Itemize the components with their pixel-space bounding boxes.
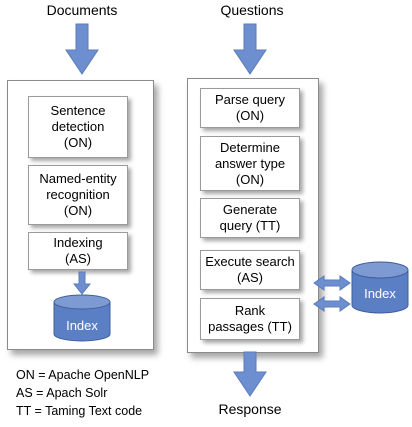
questions-title: Questions (220, 2, 284, 18)
named-entity-recognition-step: Named-entity recognition (ON) (28, 165, 128, 225)
external-index-cylinder (351, 261, 409, 314)
response-arrow (233, 351, 267, 397)
determine-answer-type-step: Determine answer type (ON) (200, 136, 300, 191)
rank-passages-step: Rank passages (TT) (200, 298, 300, 340)
search-index-double-arrow (313, 275, 351, 291)
sentence-detection-step: Sentence detection (ON) (28, 96, 128, 158)
parse-query-step: Parse query (ON) (200, 88, 300, 128)
generate-query-step: Generate query (TT) (200, 198, 300, 238)
documents-arrow (65, 23, 99, 75)
questions-arrow (233, 23, 267, 75)
execute-search-step: Execute search (AS) (200, 250, 300, 290)
response-label: Response (218, 401, 282, 417)
documents-title: Documents (46, 2, 118, 18)
legend-item-on: ON = Apache OpenNLP (16, 368, 150, 382)
legend-item-tt: TT = Taming Text code (16, 404, 143, 418)
documents-index-label: Index (66, 318, 98, 333)
documents-index-cylinder (53, 294, 111, 342)
indexing-to-index-arrow (72, 271, 92, 295)
legend-item-as: AS = Apach Solr (16, 386, 108, 400)
legend: ON = Apache OpenNLP AS = Apach Solr TT =… (16, 366, 149, 420)
rank-index-double-arrow (313, 296, 351, 312)
external-index-label: Index (364, 286, 396, 301)
indexing-step: Indexing (AS) (28, 232, 128, 270)
